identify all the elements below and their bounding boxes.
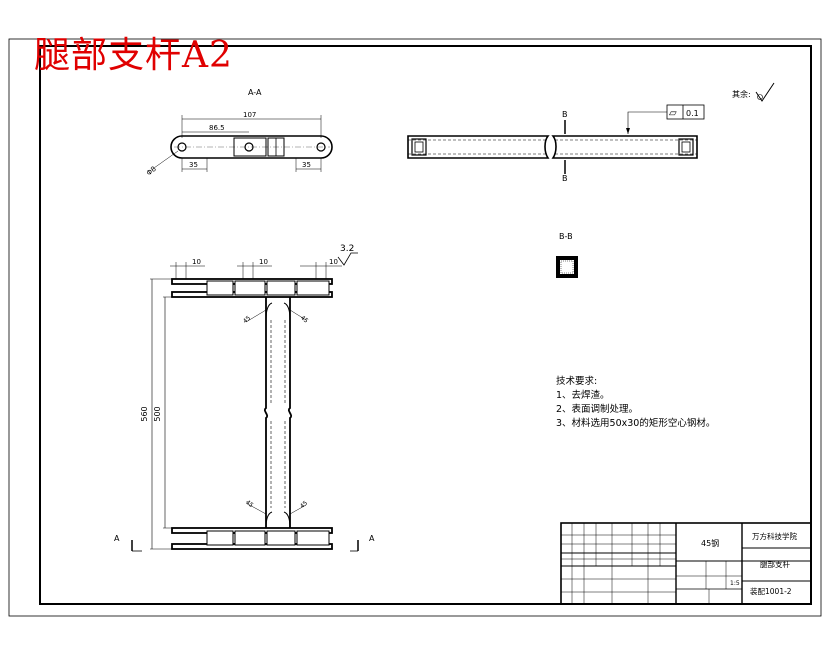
- title-block: [560, 522, 812, 605]
- svg-text:45: 45: [244, 499, 254, 509]
- front-view: 45 45 45 45: [131, 252, 359, 552]
- tolerance-frame: ▱ 0.1: [666, 104, 705, 120]
- bb-section-view: [556, 256, 578, 278]
- dim-10-mid: 10: [259, 258, 268, 266]
- section-marker-a-left: A: [114, 534, 120, 543]
- title-block-material: 45钢: [701, 538, 719, 548]
- dim-top-width: 107: [243, 111, 256, 119]
- tech-requirement-1: 1、去焊渣。: [556, 390, 610, 401]
- dim-10-left: 10: [192, 258, 201, 266]
- section-marker-b-top: B: [562, 110, 568, 119]
- title-block-drawing-no: 装配1001-2: [750, 586, 792, 596]
- drawing-frame: [39, 45, 812, 605]
- sheet-border: [8, 38, 822, 617]
- section-label-bb: B-B: [559, 232, 573, 241]
- technical-requirements: 技术要求: 1、去焊渣。 2、表面调制处理。 3、材料选用50x30的矩形空心钢…: [556, 375, 715, 431]
- roughness-check-icon: [755, 82, 775, 102]
- dim-length-outer: 560: [140, 406, 149, 421]
- dim-left-35: 35: [189, 161, 198, 169]
- tech-requirement-2: 2、表面调制处理。: [556, 404, 639, 415]
- svg-text:45: 45: [242, 315, 252, 325]
- svg-text:45: 45: [299, 314, 309, 324]
- side-view: [407, 111, 698, 174]
- tolerance-symbol: ▱: [669, 108, 677, 119]
- dim-length-inner: 500: [153, 406, 162, 421]
- aa-section-view: 107 86.5 35 35 Φ8: [145, 111, 333, 177]
- section-marker-b-bottom: B: [562, 174, 568, 183]
- svg-text:45: 45: [299, 500, 309, 510]
- tech-requirement-3: 3、材料选用50x30的矩形空心钢材。: [556, 418, 716, 429]
- dim-10-right: 10: [329, 258, 338, 266]
- section-label-aa: A-A: [248, 88, 262, 97]
- title-block-school: 万方科技学院: [752, 531, 797, 541]
- title-block-part-name: 腿部支杆: [760, 559, 790, 569]
- dim-right-35: 35: [302, 161, 311, 169]
- roughness-rest-label: 其余:: [732, 89, 751, 99]
- tolerance-value: 0.1: [686, 109, 699, 118]
- drawing-title-overlay: 腿部支杆A2: [34, 35, 233, 76]
- title-block-scale: 1:5: [730, 580, 740, 587]
- dim-top-inner: 86.5: [209, 124, 225, 132]
- roughness-value: 3.2: [340, 244, 354, 254]
- section-marker-a-right: A: [369, 534, 375, 543]
- tech-requirements-heading: 技术要求:: [556, 376, 598, 387]
